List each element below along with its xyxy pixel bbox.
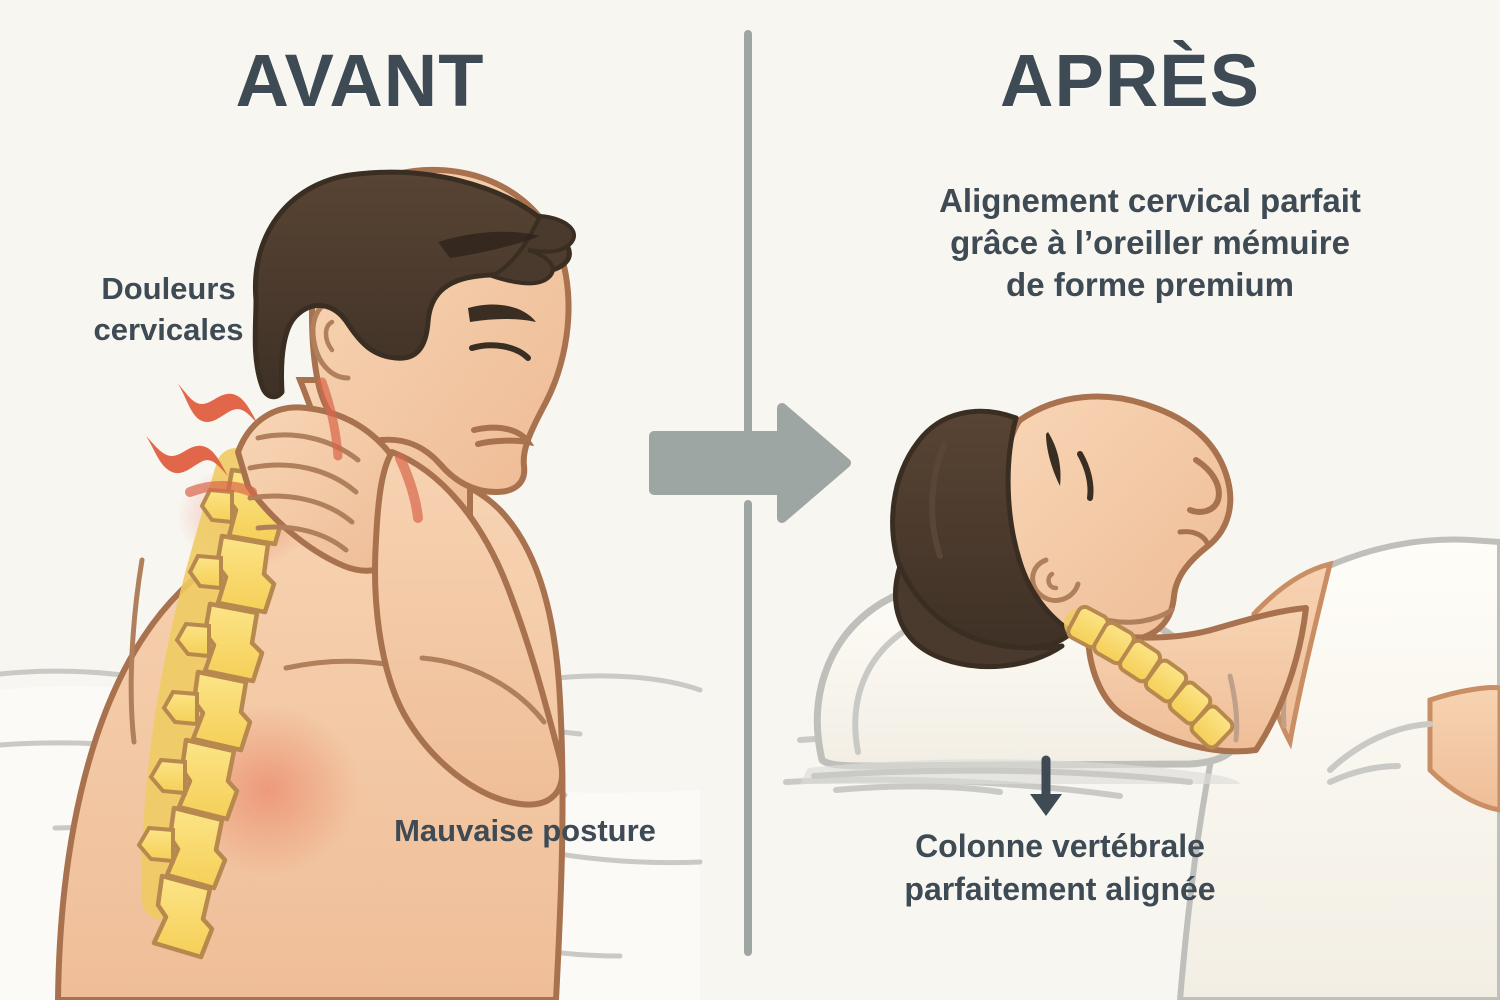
down-arrow-icon xyxy=(1030,755,1062,816)
right-arrow-icon xyxy=(649,403,851,523)
pain-annotation: Douleurs cervicales xyxy=(46,268,291,350)
pain-annotation-line-1: Douleurs xyxy=(101,271,236,306)
after-subtitle-line-3: de forme premium xyxy=(1006,266,1294,304)
spine-annotation-line-1: Colonne vertébrale xyxy=(915,828,1205,864)
pain-annotation-line-2: cervicales xyxy=(93,312,244,348)
after-subtitle: Alignement cervical parfait grâce à l’or… xyxy=(860,180,1440,307)
neck-inflammation xyxy=(185,377,423,523)
before-illustration xyxy=(0,166,703,1000)
head-right xyxy=(890,393,1234,670)
vertical-divider xyxy=(744,30,752,956)
spine-annotation-line-2: parfaitement alignée xyxy=(904,870,1216,907)
arm-left xyxy=(372,449,565,808)
after-subtitle-line-2: grâce à l’oreiller mémuire xyxy=(950,224,1350,262)
page-title-before: AVANT xyxy=(235,39,485,122)
page-title-after: APRÈS xyxy=(1000,39,1260,122)
spine-annotation: Colonne vertébrale parfaitement alignée xyxy=(830,825,1290,910)
spine-after xyxy=(1064,604,1235,750)
posture-annotation: Mauvaise posture xyxy=(394,813,656,848)
after-illustration xyxy=(783,393,1500,1000)
after-subtitle-line-1: Alignement cervical parfait xyxy=(939,182,1361,219)
pain-squiggle-icon xyxy=(146,384,258,476)
